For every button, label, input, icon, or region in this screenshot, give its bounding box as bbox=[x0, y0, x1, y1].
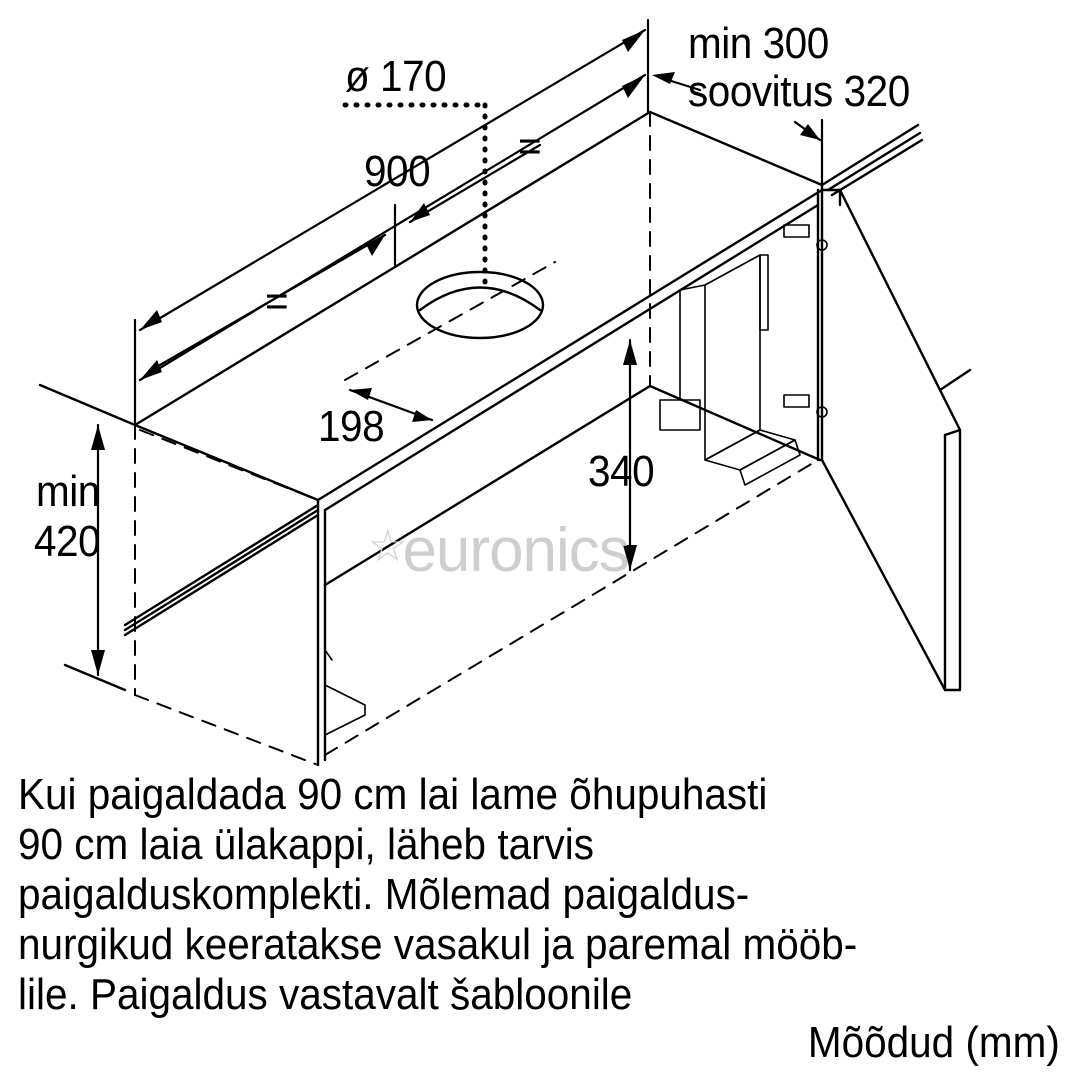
inner-height-label: 340 bbox=[588, 447, 655, 496]
min-height-label: min bbox=[36, 467, 100, 516]
duct-diameter-label: ø 170 bbox=[345, 52, 447, 101]
caption-line: 90 cm laia ülakappi, läheb tarvis bbox=[18, 820, 595, 869]
width-label: 900 bbox=[364, 147, 431, 196]
equal-left-label: = bbox=[265, 277, 289, 326]
min-height-value: 420 bbox=[34, 517, 101, 566]
watermark-text: euronics bbox=[402, 516, 629, 585]
side-recommended-label: soovitus 320 bbox=[688, 67, 910, 116]
side-min-label: min 300 bbox=[688, 19, 829, 68]
caption-line: lile. Paigaldus vastavalt šabloonile bbox=[18, 970, 633, 1019]
star-icon: ☆ bbox=[368, 522, 407, 571]
caption-line: paigalduskomplekti. Mõlemad paigaldus- bbox=[18, 870, 750, 919]
cabinet-drawing bbox=[38, 18, 972, 767]
equal-right-label: = bbox=[518, 122, 542, 171]
caption-line: Kui paigaldada 90 cm lai lame õhupuhasti bbox=[18, 770, 768, 819]
installation-diagram: ø 170 900 = = 198 min 420 340 min 300 so… bbox=[34, 18, 972, 767]
installation-note: Kui paigaldada 90 cm lai lame õhupuhasti… bbox=[18, 770, 984, 1020]
units-label: Mõõdud (mm) bbox=[808, 1018, 1060, 1067]
caption-line: nurgikud keeratakse vasakul ja paremal m… bbox=[18, 920, 858, 969]
depth-offset-label: 198 bbox=[318, 402, 385, 451]
euronics-watermark: ☆euronics bbox=[368, 515, 630, 586]
